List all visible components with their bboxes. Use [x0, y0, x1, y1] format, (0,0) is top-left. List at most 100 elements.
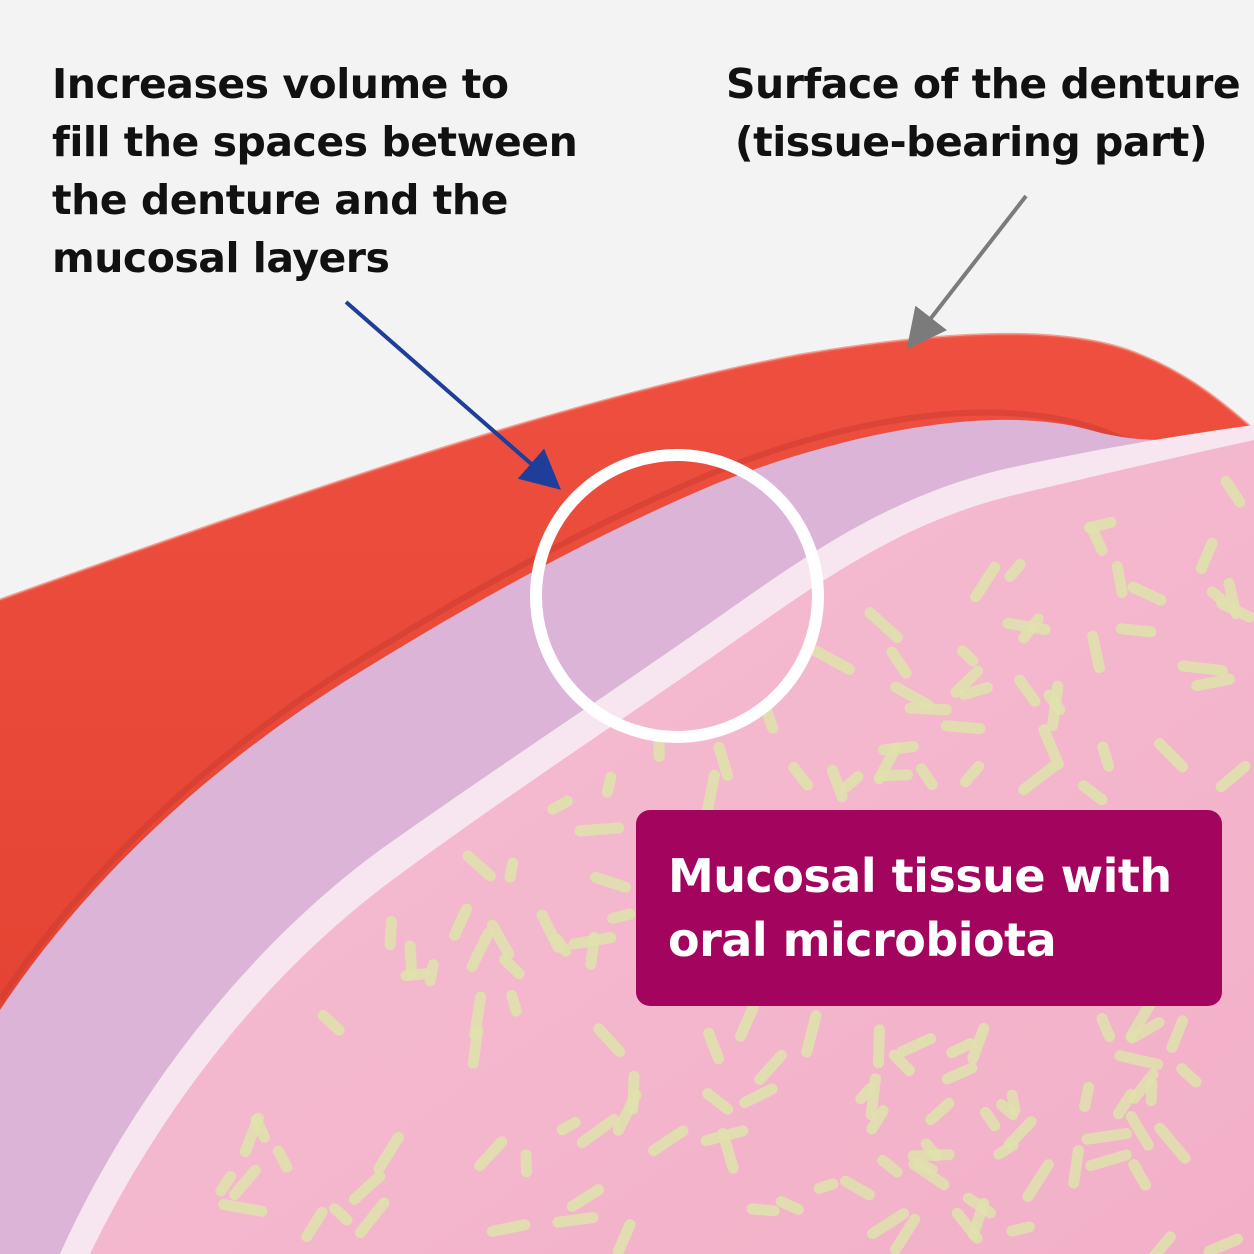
- microbe: [700, 1125, 749, 1147]
- microbe: [940, 720, 986, 735]
- microbe: [1085, 521, 1108, 556]
- microbe: [499, 954, 525, 980]
- microbe: [1154, 1122, 1191, 1164]
- microbe: [506, 989, 522, 1017]
- microbe: [1004, 1116, 1037, 1150]
- microbe: [612, 1219, 636, 1254]
- microbe: [250, 1114, 270, 1143]
- microbe: [1111, 561, 1128, 598]
- microbe: [556, 1116, 581, 1136]
- microbe: [1223, 578, 1242, 619]
- volume-label-line: fill the spaces between: [52, 118, 578, 166]
- microbe: [873, 1024, 885, 1069]
- microbe: [486, 1219, 531, 1237]
- microbe: [602, 771, 617, 798]
- tissue-label-box: Mucosal tissue with oral microbiota: [636, 810, 1222, 1006]
- highlight-circle: [530, 449, 824, 743]
- microbe: [1145, 1078, 1158, 1107]
- microbe: [400, 968, 431, 982]
- microbe: [648, 1125, 689, 1156]
- microbe: [888, 1049, 915, 1077]
- microbe: [504, 857, 519, 883]
- surface-label: Surface of the denture (tissue-bearing p…: [726, 55, 1241, 171]
- microbe: [1115, 623, 1157, 638]
- surface-label-line: (tissue-bearing part): [734, 118, 1208, 166]
- microbe: [896, 1033, 937, 1058]
- microbe: [215, 1170, 237, 1197]
- microbe: [703, 1027, 724, 1065]
- microbe: [877, 1155, 903, 1178]
- microbe: [574, 822, 625, 837]
- microbe: [951, 1207, 983, 1244]
- microbe: [826, 764, 848, 803]
- microbe: [272, 1145, 293, 1173]
- oral-microbiota: [215, 475, 1254, 1254]
- microbe: [801, 1010, 822, 1058]
- microbe: [1125, 1111, 1154, 1151]
- microbe: [612, 1089, 642, 1136]
- microbe: [1127, 581, 1167, 606]
- microbe: [907, 1149, 955, 1162]
- microbe: [866, 1105, 889, 1135]
- microbe: [840, 771, 864, 793]
- microbe: [876, 769, 913, 782]
- microbe: [840, 1175, 875, 1201]
- microbe: [348, 1170, 386, 1205]
- microbe: [1128, 1159, 1151, 1191]
- microbe: [1078, 780, 1108, 806]
- microbe: [474, 1136, 508, 1172]
- microbe: [590, 871, 631, 893]
- microbe: [713, 741, 734, 781]
- microbe: [1126, 1017, 1165, 1044]
- surface-label-line: Surface of the denture: [726, 60, 1241, 108]
- microbe: [1096, 1013, 1115, 1043]
- microbe: [1215, 760, 1251, 793]
- microbe: [1177, 660, 1228, 677]
- microbe: [1081, 1128, 1132, 1145]
- microbe: [552, 1212, 599, 1228]
- microbe: [702, 1088, 734, 1115]
- microbe: [915, 763, 938, 791]
- microbe: [1014, 674, 1041, 707]
- microbe: [970, 561, 1001, 603]
- microbe: [1148, 1231, 1176, 1254]
- microbe: [1085, 1149, 1132, 1172]
- microbe: [1191, 673, 1235, 692]
- microbe: [867, 1208, 910, 1240]
- microbe: [1154, 738, 1188, 773]
- microbe: [1006, 1089, 1021, 1116]
- microbe: [925, 1097, 955, 1126]
- microbe: [301, 1206, 328, 1242]
- microbe: [1113, 1089, 1137, 1120]
- microbe: [1038, 724, 1064, 770]
- microbe: [890, 681, 934, 711]
- tissue-label-line: oral microbiota: [668, 913, 1057, 967]
- microbe: [701, 769, 720, 817]
- microbe: [1002, 617, 1051, 635]
- microbe: [1203, 1233, 1243, 1254]
- microbe: [855, 1082, 876, 1105]
- microbe: [957, 645, 979, 667]
- microbe: [486, 919, 515, 960]
- microbe: [424, 959, 439, 987]
- volume-label-line: Increases volume to: [52, 60, 509, 108]
- microbe: [1079, 1082, 1094, 1112]
- microbe: [886, 646, 912, 679]
- microbe: [788, 762, 813, 791]
- microbe: [384, 916, 397, 951]
- microbe: [1087, 630, 1105, 673]
- microbe: [946, 1038, 976, 1059]
- microbe: [1128, 1068, 1159, 1104]
- microbe: [1068, 1145, 1084, 1189]
- surface-arrow: [906, 194, 1028, 350]
- volume-label-line: mucosal layers: [52, 234, 390, 282]
- microbe: [566, 1184, 605, 1212]
- microbe: [1206, 586, 1229, 607]
- microbe: [958, 682, 993, 700]
- microbe: [1176, 1063, 1202, 1088]
- microbe: [980, 1107, 1001, 1132]
- microbe: [1220, 475, 1246, 508]
- microbe: [469, 991, 487, 1041]
- microbe: [1195, 537, 1218, 574]
- volume-arrow: [344, 300, 562, 490]
